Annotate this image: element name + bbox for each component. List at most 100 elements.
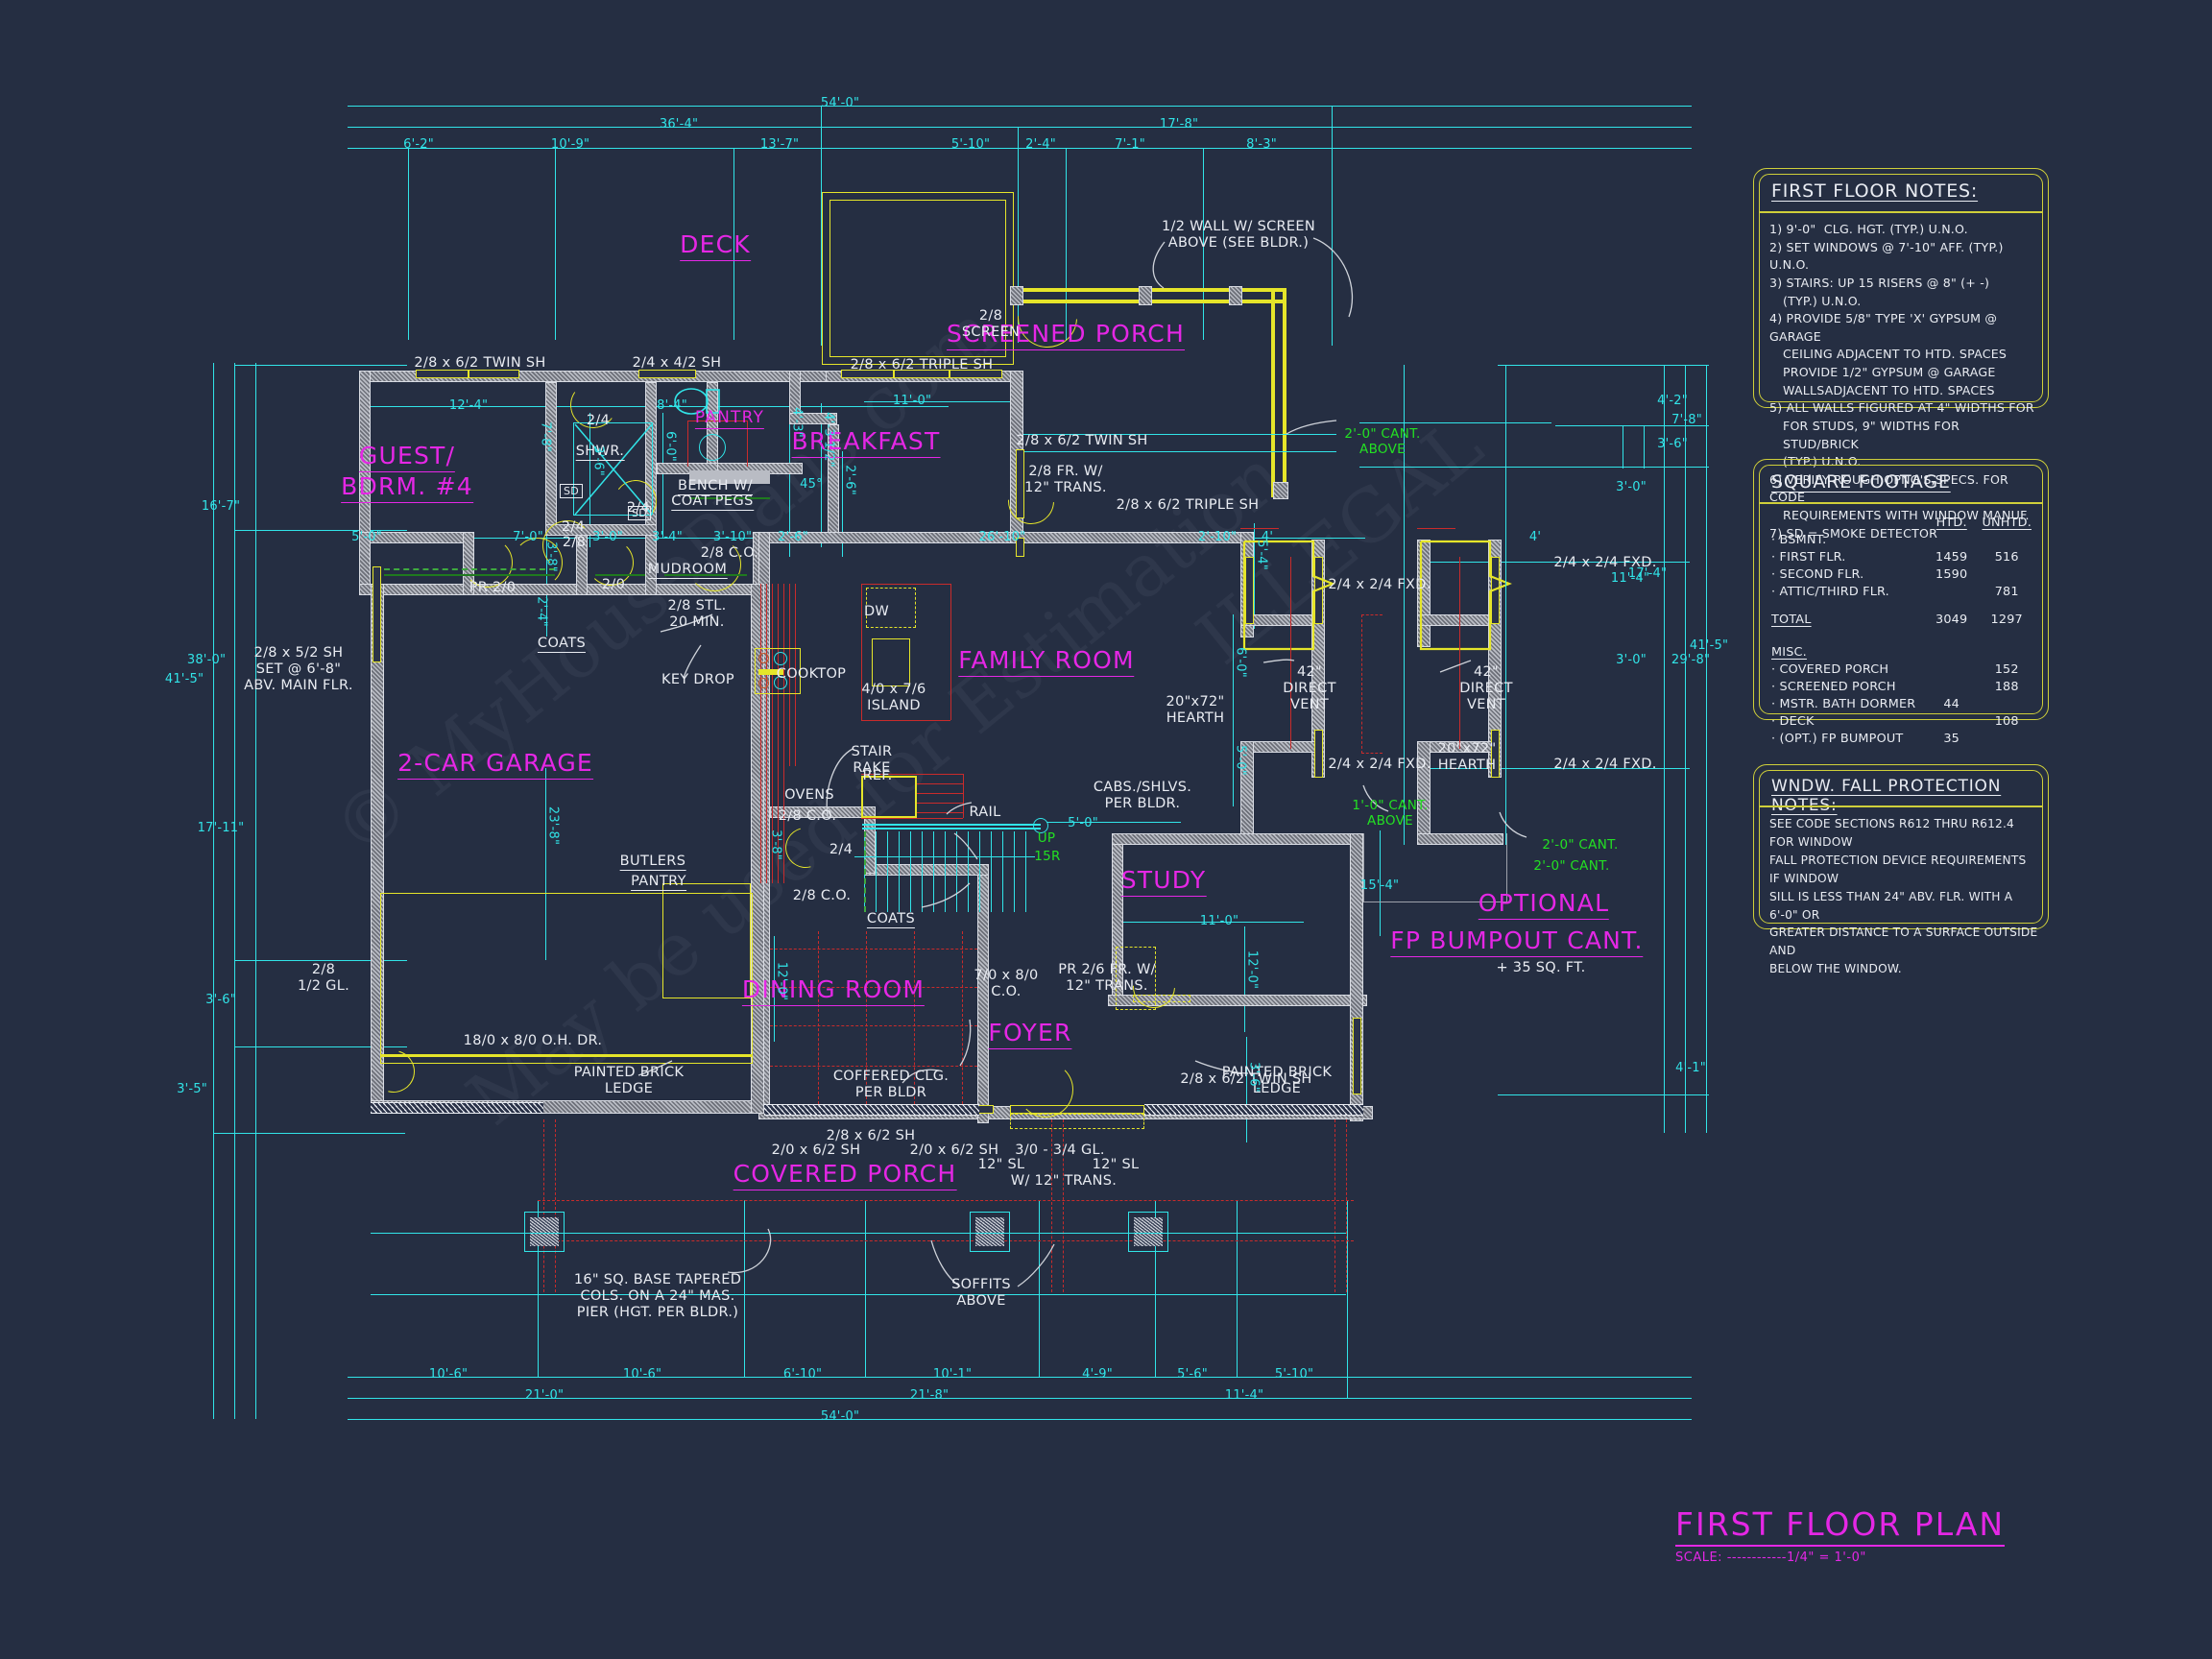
- dimension-interior: 12'-0": [774, 961, 789, 1001]
- dimension-bottom: 5'-6": [1177, 1367, 1208, 1382]
- note-item: 4) PROVIDE 5/8" TYPE 'X' GYPSUM @ GARAGE: [1769, 311, 2002, 344]
- table-row: · ATTIC/THIRD FLR.781: [1771, 583, 2034, 600]
- annotation-gl-28: 2/8 1/2 GL.: [298, 962, 349, 995]
- dimension-right: 3'-0": [1616, 653, 1647, 667]
- fall-protection-line: BELOW THE WINDOW.: [1769, 962, 1902, 976]
- room-label-pantry: PANTRY: [694, 408, 765, 430]
- annotation-brick-ledge-left: PAINTED BRICK LEDGE: [573, 1065, 685, 1097]
- annotation-cant-1-0: 1'-0" CANT. ABOVE: [1352, 798, 1429, 829]
- annotation-door-24-b: 2/4: [626, 500, 651, 516]
- fall-protection-line: SILL IS LESS THAN 24" ABV. FLR. WITH A 6…: [1769, 889, 2017, 922]
- dimension-left: 16'-7": [201, 499, 241, 514]
- annotation-stl-20min: 2/8 STL. 20 MIN.: [667, 598, 727, 631]
- dimension-top: 7'-1": [1115, 137, 1145, 152]
- table-row: · BSMNT.: [1771, 531, 2034, 548]
- dimension-interior: 45°: [800, 477, 823, 492]
- square-footage-title: SQUARE FOOTAGE: [1771, 471, 1951, 493]
- dimension-bottom: 21'-0": [524, 1388, 565, 1403]
- note-item: 5) ALL WALLS FIGURED AT 4" WIDTHS FOR: [1769, 400, 2034, 416]
- annotation-twin-sh-brk: 2/8 x 6/2 TWIN SH: [1016, 433, 1148, 448]
- fall-protection-line: FALL PROTECTION DEVICE REQUIREMENTS IF W…: [1769, 853, 2031, 885]
- fall-protection-line: SEE CODE SECTIONS R612 THRU R612.4 FOR W…: [1769, 817, 2019, 849]
- dimension-interior: 7'-8": [538, 421, 553, 452]
- dimension-bottom: 10'-6": [428, 1367, 469, 1382]
- room-label-study: STUDY: [1120, 866, 1207, 897]
- room-label-dining-room: DINING ROOM: [741, 975, 926, 1006]
- sf-misc-label: · SCREENED PORCH: [1771, 679, 1896, 694]
- sf-misc-unhtd: [1979, 730, 2034, 747]
- annotation-hearth-right: 20"x72" HEARTH: [1437, 741, 1497, 774]
- annotation-up-15r-a: UP: [1037, 830, 1056, 846]
- dimension-left: 41'-5": [164, 672, 204, 686]
- note-item: 1) 9'-0" CLG. HGT. (TYP.) U.N.O.: [1769, 222, 1968, 236]
- annotation-cabs-shlvs: CABS./SHLVS. PER BLDR.: [1093, 780, 1192, 812]
- annotation-coffered: COFFERED CLG. PER BLDR: [832, 1069, 950, 1101]
- dimension-top: 54'-0": [820, 96, 860, 110]
- sf-row-unhtd: 781: [1994, 584, 2019, 599]
- annotation-hearth-left: 20"x72" HEARTH: [1166, 694, 1225, 727]
- annotation-fxd-d: 2/4 x 2/4 FXD.: [1553, 757, 1657, 772]
- note-item-continuation: FOR STUDS, 9" WIDTHS FOR STUD/BRICK: [1783, 418, 1964, 451]
- annotation-key-drop: KEY DROP: [661, 672, 734, 687]
- annotation-half-wall-screen: 1/2 WALL W/ SCREEN ABOVE (SEE BLDR.): [1162, 219, 1315, 252]
- dimension-interior: 5'-0": [1233, 745, 1248, 776]
- annotation-sd-1: SD: [559, 484, 584, 498]
- sf-misc-label: · (OPT.) FP BUMPOUT: [1771, 731, 1904, 746]
- dimension-interior: 5'-4": [1254, 540, 1269, 570]
- sf-misc-label: · MSTR. BATH DORMER: [1771, 696, 1916, 711]
- dimension-interior: 5'-0": [1068, 816, 1098, 830]
- fall-protection-line: GREATER DISTANCE TO A SURFACE OUTSIDE AN…: [1769, 926, 2042, 958]
- dimension-interior: 12'-0": [1244, 950, 1260, 990]
- dimension-right: 29'-8": [1671, 653, 1711, 667]
- dimension-interior: 3'-0": [592, 530, 623, 544]
- annotation-door-20: 2/0: [601, 577, 626, 592]
- sf-misc-htd: [1924, 678, 1980, 695]
- annotation-fr-trans-brk: 2/8 FR. W/ 12" TRANS.: [1024, 464, 1107, 496]
- note-item: 2) SET WINDOWS @ 7'-10" AFF. (TYP.) U.N.…: [1769, 239, 2008, 273]
- dimension-top: 2'-4": [1025, 137, 1056, 152]
- sub-label-butlers-pantry: BUTLERS: [619, 854, 686, 872]
- sf-misc-unhtd: [1979, 695, 2034, 712]
- dimension-interior: 3'-10": [712, 530, 753, 544]
- sf-row-unhtd: [1979, 565, 2034, 583]
- room-label-guest-bdrm2: BDRM. #4: [341, 472, 473, 503]
- annotation-dw: DW: [863, 604, 890, 619]
- annotation-oh-door: 18/0 x 8/0 O.H. DR.: [463, 1033, 603, 1048]
- dimension-top: 13'-7": [759, 137, 800, 152]
- sf-misc-unhtd: 108: [1994, 713, 2019, 729]
- table-header-unhtd: UNHTD.: [1982, 515, 2032, 530]
- sheet-scale: SCALE: ------------1/4" = 1'-0": [1675, 1551, 1866, 1565]
- annotation-door-24-a: 2/4: [586, 413, 611, 428]
- sf-row-htd: [1924, 531, 1980, 548]
- dimension-right: 4'-1": [1675, 1061, 1706, 1075]
- direct-vent-right-icon: [1419, 540, 1512, 651]
- annotation-co-28-mud: 2/8 C.O.: [700, 545, 759, 561]
- sub-label-bench2: COAT PEGS: [671, 493, 754, 512]
- dimension-bottom: 6'-10": [782, 1367, 823, 1382]
- sf-misc-htd: 35: [1943, 731, 1960, 746]
- sf-row-htd: 1459: [1936, 549, 1968, 565]
- sub-label-mudroom: MUDROOM: [647, 562, 728, 580]
- note-item-continuation: CEILING ADJACENT TO HTD. SPACES: [1783, 347, 2008, 362]
- annotation-sl-12-a: 12" SL: [977, 1157, 1025, 1172]
- room-label-covered-porch: COVERED PORCH: [733, 1160, 957, 1190]
- annotation-co-70x80: 7/0 x 8/0 C.O.: [974, 968, 1039, 1000]
- note-item-continuation: REQUIREMENTS WITH WINDOW MANUF.: [1783, 508, 2030, 522]
- dimension-interior: 26'-10": [978, 530, 1026, 544]
- sf-misc-htd: [1924, 712, 1980, 730]
- room-label-optional-fp2: FP BUMPOUT CANT.: [1390, 926, 1644, 957]
- shower-icon: [574, 423, 653, 516]
- annotation-co-28-stair: 2/8 C.O.: [778, 808, 837, 824]
- room-label-screened-porch: SCREENED PORCH: [947, 320, 1185, 350]
- sf-total-label: TOTAL: [1771, 613, 1812, 627]
- annotation-cant-above-top: 2'-0" CANT. ABOVE: [1344, 426, 1421, 457]
- sf-row-unhtd: [1979, 531, 2034, 548]
- room-label-deck: DECK: [680, 230, 751, 261]
- annotation-cant-2-0-a: 2'-0" CANT.: [1542, 837, 1619, 853]
- annotation-twin-sh-right: 2/8 x 6/2 TWIN SH: [1180, 1071, 1312, 1087]
- dimension-interior: 2'-10": [1197, 530, 1238, 544]
- note-item-continuation: (TYP.) U.N.O.: [1783, 293, 1862, 308]
- dimension-interior: 3'-4": [652, 530, 683, 544]
- sub-label-bench: BENCH W/: [677, 478, 754, 496]
